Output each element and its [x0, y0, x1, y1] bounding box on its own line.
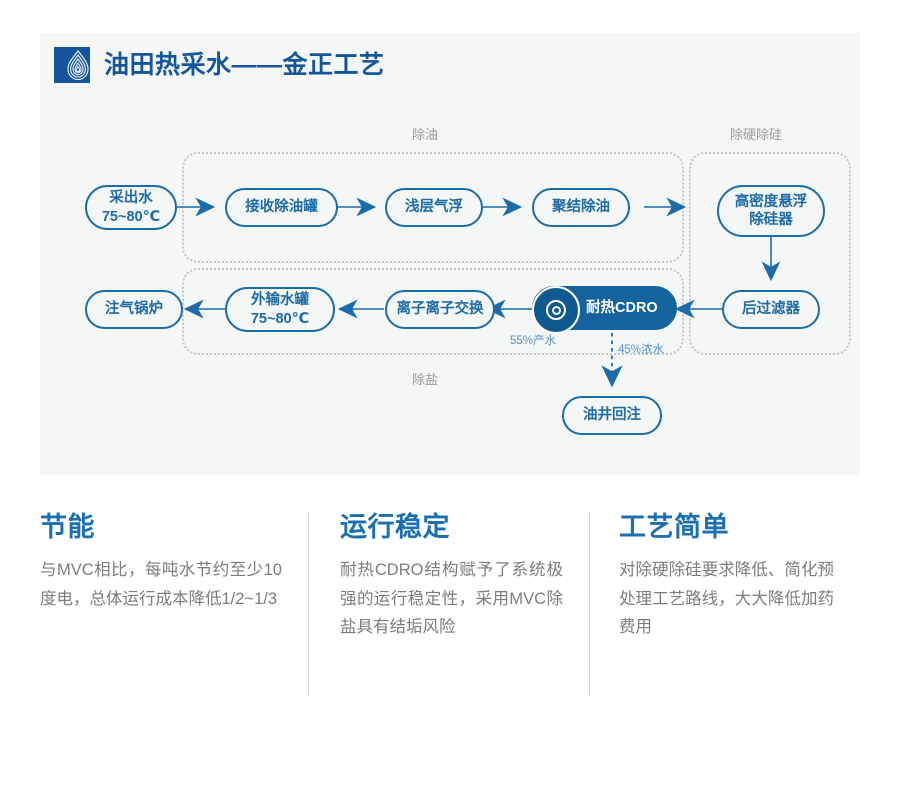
feature-stable-operation: 运行稳定 耐热CDRO结构赋予了系统极强的运行稳定性，采用MVC除盐具有结垢风险: [308, 505, 589, 715]
water-drop-ripple-logo-icon: [54, 47, 90, 83]
diagram-connectors: [175, 197, 781, 388]
node-ion-exchange[interactable]: 离子离子交换: [385, 290, 495, 329]
edge-label-permeate: 55%产水: [510, 335, 557, 347]
feature-energy-saving: 节能 与MVC相比，每吨水节约至少10度电，总体运行成本降低1/2~1/3: [40, 505, 308, 715]
node-receiving-tank[interactable]: 接收除油罐: [225, 188, 338, 227]
node-post-filter[interactable]: 后过滤器: [722, 290, 820, 329]
feature-columns: 节能 与MVC相比，每吨水节约至少10度电，总体运行成本降低1/2~1/3 运行…: [40, 505, 860, 715]
feature-title-simple-process: 工艺简单: [619, 512, 729, 542]
group-label-desilica: 除硬除硅: [730, 127, 783, 142]
feature-simple-process: 工艺简单 对除硬除硅要求降低、简化预处理工艺路线，大大降低加药费用: [589, 505, 860, 715]
group-label-desalt: 除盐: [412, 372, 439, 387]
node-heat-resistant-cdro[interactable]: 耐热CDRO: [532, 286, 677, 334]
group-box-desilica: [689, 152, 851, 355]
node-heat-resistant-cdro-label: 耐热CDRO: [586, 299, 658, 316]
feature-title-energy-saving: 节能: [40, 512, 95, 542]
feature-body-energy-saving: 与MVC相比，每吨水节约至少10度电，总体运行成本降低1/2~1/3: [40, 561, 282, 608]
node-high-density-desilicator[interactable]: 高密度悬浮 除硅器: [717, 185, 825, 237]
node-coalescence-deoiling[interactable]: 聚结除油: [532, 188, 630, 227]
feature-body-simple-process: 对除硬除硅要求降低、简化预处理工艺路线，大大降低加药费用: [619, 561, 834, 637]
group-label-deoil: 除油: [412, 127, 439, 142]
concentric-ring-icon: [532, 286, 580, 334]
edge-label-concentrate: 45%浓水: [618, 344, 665, 356]
feature-title-stable-operation: 运行稳定: [340, 512, 450, 542]
column-divider-2: [589, 511, 590, 697]
node-export-water-tank[interactable]: 外输水罐 75~80℃: [225, 287, 335, 332]
column-divider-1: [308, 511, 309, 697]
node-shallow-air-flotation[interactable]: 浅层气浮: [385, 188, 483, 227]
node-well-reinjection[interactable]: 油井回注: [562, 396, 662, 435]
feature-body-stable-operation: 耐热CDRO结构赋予了系统极强的运行稳定性，采用MVC除盐具有结垢风险: [340, 561, 563, 637]
node-steam-injection-boiler[interactable]: 注气锅炉: [85, 290, 183, 329]
node-produced-water[interactable]: 采出水 75~80℃: [85, 185, 177, 230]
page-title: 油田热采水——金正工艺: [104, 51, 385, 79]
process-diagram-panel: 油田热采水——金正工艺 除油 除硬除硅 除盐: [40, 33, 860, 475]
process-flow-diagram: 除油 除硬除硅 除盐: [40, 33, 860, 475]
panel-header: 油田热采水——金正工艺: [54, 47, 385, 83]
